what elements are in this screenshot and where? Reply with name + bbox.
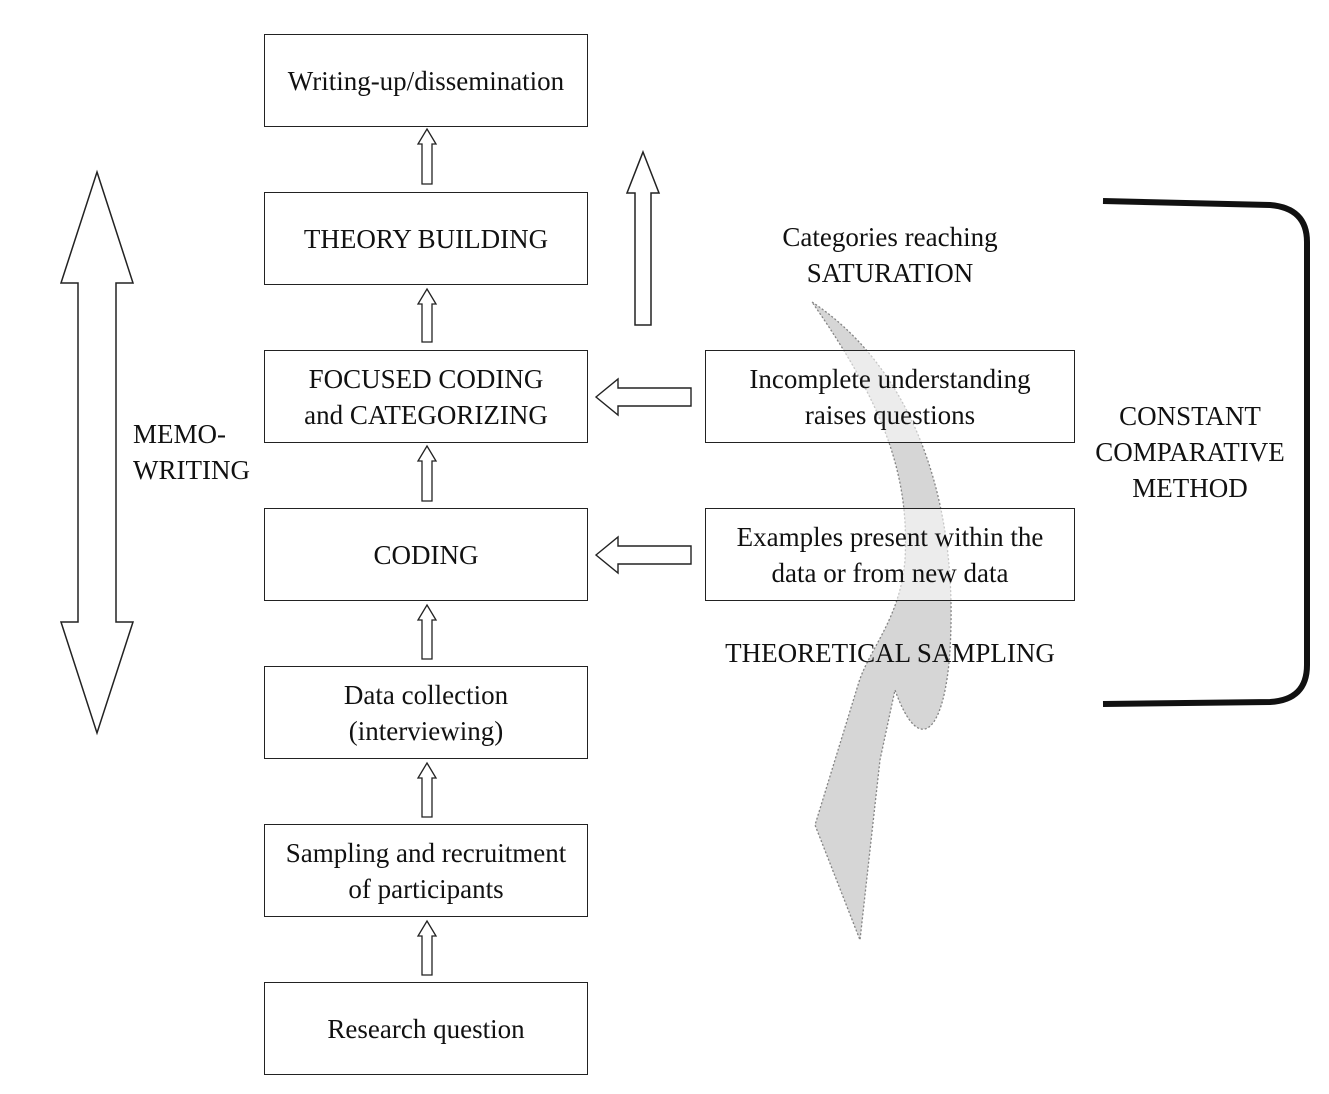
left-arrow-focused [594, 377, 692, 417]
step-sampling-line-2: of participants [348, 873, 504, 904]
up-arrow-6 [416, 919, 438, 976]
step-writing-up: Writing-up/dissemination [264, 34, 588, 127]
step-coding: CODING [264, 508, 588, 601]
saturation-line-2: SATURATION [806, 258, 974, 288]
step-focused-coding-line-1: FOCUSED CODING [308, 363, 544, 394]
step-coding-text: CODING [373, 539, 479, 570]
theoretical-sampling-curved-arrow [811, 301, 952, 941]
step-writing-up-text: Writing-up/dissemination [287, 65, 565, 96]
memo-writing-line-2: WRITING [133, 455, 250, 485]
memo-writing-label: MEMO- WRITING [133, 416, 250, 488]
up-arrow-4 [416, 603, 438, 660]
side-box-examples: Examples present within the data or from… [705, 508, 1075, 601]
step-sampling-line-1: Sampling and recruitment [285, 837, 567, 868]
constant-comparative-line-3: METHOD [1132, 473, 1248, 503]
step-focused-coding: FOCUSED CODING and CATEGORIZING [264, 350, 588, 443]
left-arrow-coding [594, 535, 692, 575]
step-theory-building-text: THEORY BUILDING [303, 223, 549, 254]
step-focused-coding-line-2: and CATEGORIZING [304, 399, 548, 430]
step-sampling: Sampling and recruitment of participants [264, 824, 588, 917]
theoretical-sampling-text: THEORETICAL SAMPLING [725, 638, 1055, 668]
theoretical-sampling-label: THEORETICAL SAMPLING [690, 635, 1090, 671]
memo-writing-line-1: MEMO- [133, 419, 226, 449]
step-research-question-text: Research question [327, 1013, 525, 1044]
side-box-examples-line-2: data or from new data [771, 557, 1009, 588]
up-arrow-1 [416, 127, 438, 185]
up-arrow-5 [416, 761, 438, 818]
side-box-incomplete-line-2: raises questions [804, 399, 976, 430]
step-data-collection: Data collection (interviewing) [264, 666, 588, 759]
side-box-incomplete-line-1: Incomplete understanding [749, 363, 1031, 394]
constant-comparative-line-2: COMPARATIVE [1095, 437, 1285, 467]
step-up-arrows [416, 127, 438, 976]
memo-writing-double-arrow [59, 169, 135, 736]
saturation-line-1: Categories reaching [782, 222, 998, 252]
up-arrow-3 [416, 444, 438, 502]
saturation-label: Categories reaching SATURATION [740, 219, 1040, 291]
side-box-incomplete: Incomplete understanding raises question… [705, 350, 1075, 443]
step-theory-building: THEORY BUILDING [264, 192, 588, 285]
constant-comparative-line-1: CONSTANT [1119, 401, 1261, 431]
saturation-up-arrow [625, 149, 661, 326]
step-data-collection-line-1: Data collection [343, 679, 509, 710]
constant-comparative-label: CONSTANT COMPARATIVE METHOD [1080, 398, 1300, 506]
step-research-question: Research question [264, 982, 588, 1075]
step-data-collection-line-2: (interviewing) [348, 715, 504, 746]
up-arrow-2 [416, 287, 438, 343]
constant-comparative-bracket [1102, 198, 1310, 707]
side-box-examples-line-1: Examples present within the [736, 521, 1044, 552]
